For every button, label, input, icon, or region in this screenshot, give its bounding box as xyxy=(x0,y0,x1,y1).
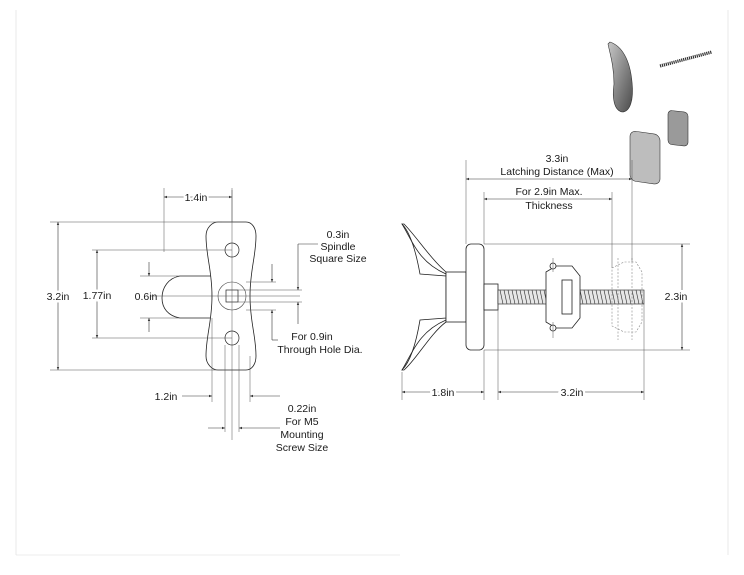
dim-latching-line-2: Latching Distance (Max) xyxy=(500,166,613,178)
iso-handle xyxy=(607,41,633,113)
dim-front-width: 1.4in xyxy=(185,192,208,204)
side-mount-plate xyxy=(465,243,485,351)
dim-spindle-line-3: Square Size xyxy=(309,253,366,265)
dim-latching-line-1: 3.3in xyxy=(546,153,569,165)
isometric-view xyxy=(607,41,713,185)
side-bracket-nut xyxy=(561,279,573,315)
side-hub xyxy=(445,271,467,323)
front-stem xyxy=(161,275,213,319)
dim-front-height: 3.2in xyxy=(47,291,70,303)
dim-screw-line-1: 0.22in xyxy=(288,403,317,415)
side-handle-outline xyxy=(401,223,447,371)
dim-side-height: 2.3in xyxy=(665,291,688,303)
dim-screw-line-4: Screw Size xyxy=(276,442,329,454)
iso-plate xyxy=(629,131,661,185)
dim-screw-line-2: For M5 xyxy=(285,416,318,428)
dim-thickness-line-2: Thickness xyxy=(525,200,572,212)
dim-handle-depth: 1.8in xyxy=(432,387,455,399)
dim-spindle-line-1: 0.3in xyxy=(327,229,350,241)
dim-hole-spacing: 1.77in xyxy=(83,290,112,302)
front-view xyxy=(150,190,300,440)
dim-spindle-length: 3.2in xyxy=(561,387,584,399)
dim-thickness-line-1: For 2.9in Max. xyxy=(515,186,582,198)
side-handle xyxy=(401,223,447,371)
dim-stem-diameter: 0.6in xyxy=(135,291,158,303)
dim-spindle-line-2: Spindle xyxy=(320,241,355,253)
side-collar xyxy=(483,283,499,311)
iso-bracket xyxy=(667,110,689,147)
dim-base-width: 1.2in xyxy=(155,391,178,403)
dim-through-hole-line-1: For 0.9in xyxy=(291,331,333,343)
dim-screw-line-3: Mounting xyxy=(280,429,323,441)
side-view xyxy=(401,223,645,371)
iso-thread xyxy=(659,50,713,68)
dim-through-hole-line-2: Through Hole Dia. xyxy=(277,344,362,356)
side-bracket-ghost xyxy=(611,258,643,340)
